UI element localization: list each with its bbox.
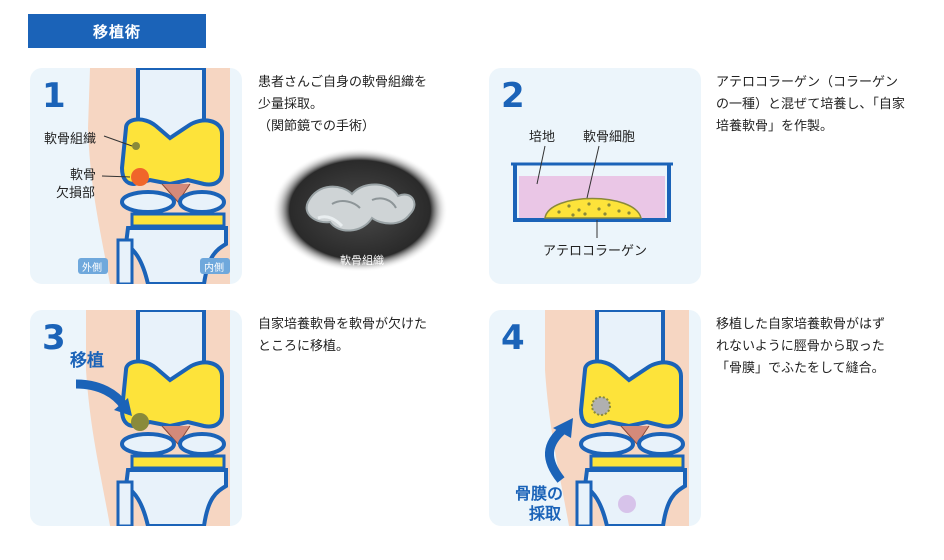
step-number: 4 [501,318,525,358]
step-2-description: アテロコラーゲン（コラーゲン の一種）と混ぜて培養し、「自家 培養軟骨」を作製。 [716,72,905,138]
label-outer-side: 外側 [82,259,102,274]
step-1-panel: 1 軟骨組織 軟骨 欠損部 外側 内側 [30,68,242,284]
label-inner-side: 内側 [204,259,224,274]
transplant-marker [131,413,149,431]
step-1-description: 患者さんご自身の軟骨組織を 少量採取。 （関節鏡での手術） [258,72,427,138]
section-title: 移植術 [28,14,206,48]
periosteum-patch [592,397,610,415]
label-cartilage-tissue: 軟骨組織 [44,128,96,147]
label-chondrocytes: 軟骨細胞 [583,126,635,145]
label-culture-medium: 培地 [529,126,555,145]
label-defect-line2: 欠損部 [56,182,95,201]
step-number: 1 [42,76,66,116]
cartilage-tissue-photo: 軟骨組織 [272,148,448,272]
step-number: 3 [42,318,66,358]
label-atelocollagen: アテロコラーゲン [543,240,647,259]
step-2-panel: 2 培地 軟骨細胞 アテロコラーゲン [489,68,701,284]
tissue-sample-marker [132,142,140,150]
periosteum-harvest-site [618,495,636,513]
step-number: 2 [501,76,525,116]
step-4-panel: 4 骨膜の 採取 [489,310,701,526]
step-3-panel: 3 移植 [30,310,242,526]
label-transplant: 移植 [70,346,104,371]
label-defect-line1: 軟骨 [70,164,96,183]
photo-caption: 軟骨組織 [340,252,384,268]
cartilage-defect-marker [131,168,149,186]
step-4-description: 移植した自家培養軟骨がはず れないように脛骨から取った 「骨膜」でふたをして縫合… [716,314,885,380]
label-periosteum-line2: 採取 [529,500,561,524]
step-3-description: 自家培養軟骨を軟骨が欠けた ところに移植。 [258,314,427,358]
